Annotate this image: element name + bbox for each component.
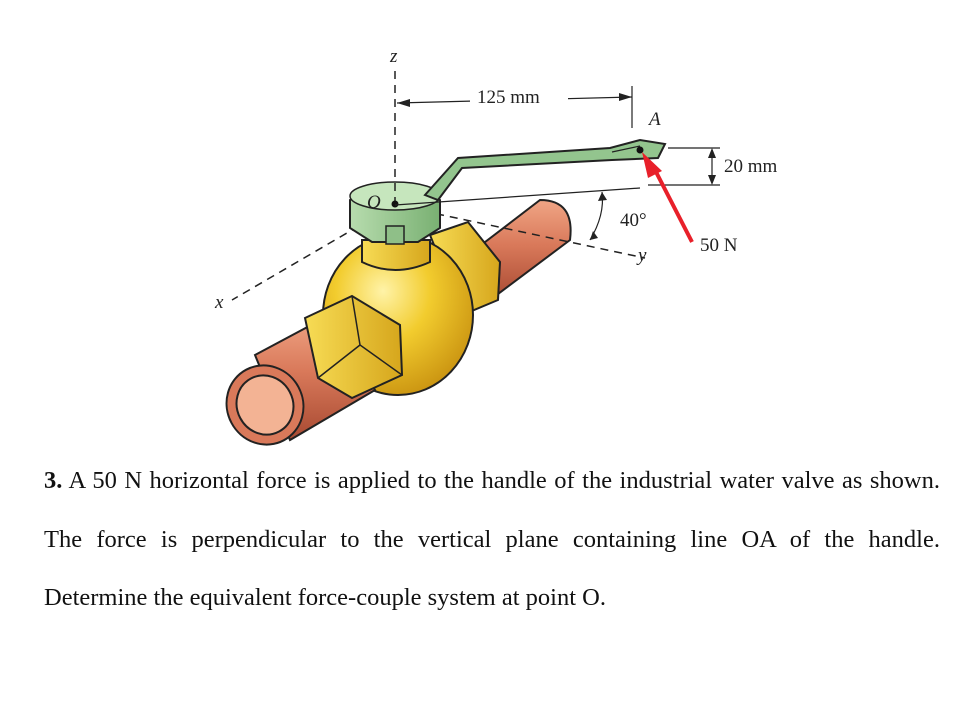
x-axis-label: x — [214, 292, 224, 313]
point-o-label: O — [367, 192, 381, 213]
point-o-marker — [391, 200, 399, 208]
dimension-20mm — [648, 147, 720, 186]
dimension-height-label: 20 mm — [724, 156, 778, 177]
valve-nut-left — [303, 294, 404, 400]
dimension-125mm — [396, 86, 633, 128]
point-a-label: A — [647, 109, 661, 130]
problem-text: A 50 N horizontal force is applied to th… — [44, 467, 940, 611]
problem-statement: 3. A 50 N horizontal force is applied to… — [44, 452, 940, 628]
valve-neck — [361, 239, 431, 271]
z-axis-label: z — [389, 46, 398, 67]
point-a-marker — [636, 146, 644, 154]
angle-label: 40° — [620, 210, 647, 231]
y-axis-label: y — [636, 245, 647, 266]
valve-cap — [349, 181, 441, 245]
angle-reference-line — [394, 187, 641, 206]
valve-handle — [423, 138, 667, 202]
force-label: 50 N — [700, 235, 738, 256]
problem-number: 3. — [44, 467, 63, 494]
force-arrow — [642, 152, 694, 243]
valve-figure: z x y O A 125 mm 20 mm 40° 50 N — [214, 46, 778, 446]
dimension-length-label: 125 mm — [477, 87, 540, 108]
